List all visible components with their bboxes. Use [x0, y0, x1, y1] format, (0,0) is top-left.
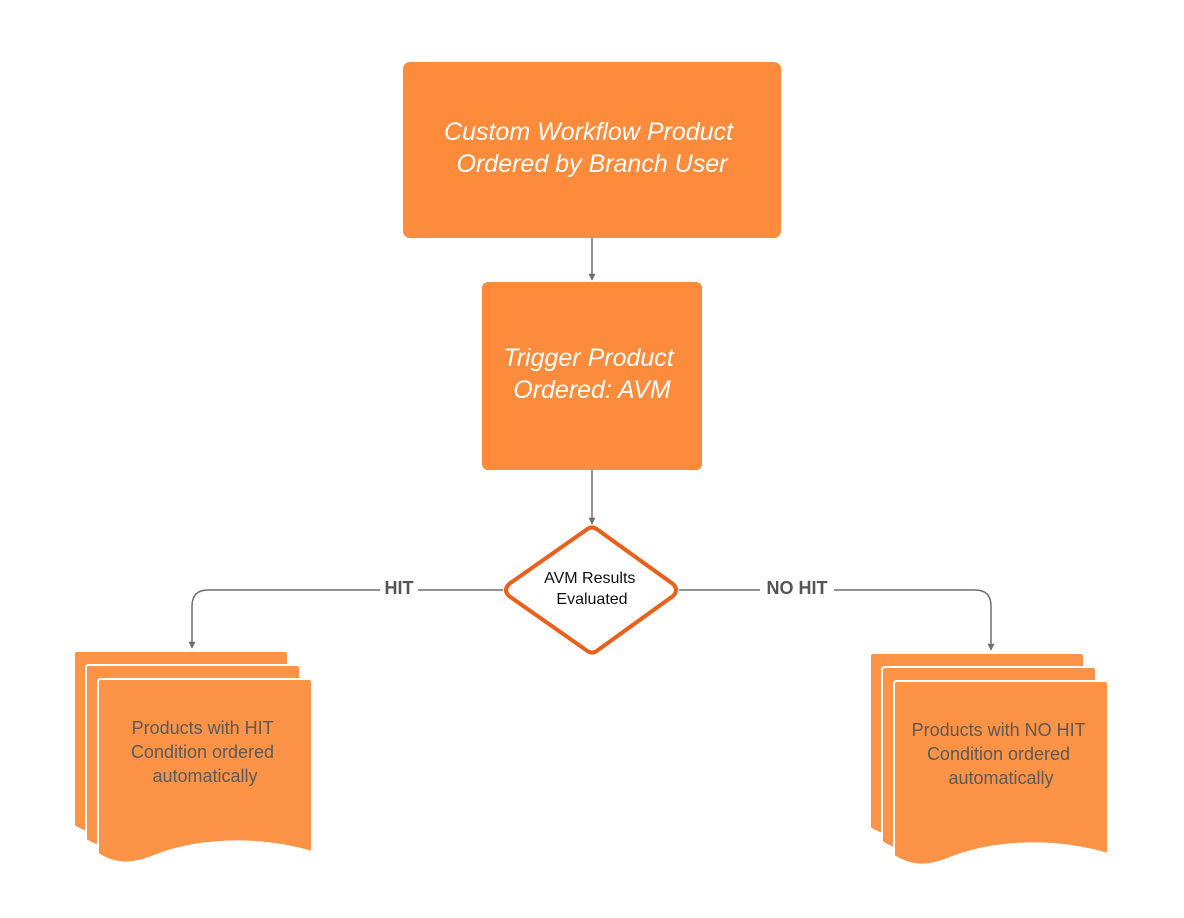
hit-documents-line-3: automatically — [152, 766, 257, 786]
trigger-process-label: Trigger Product Ordered: AVM — [503, 344, 680, 404]
connectors — [188, 238, 995, 651]
trigger-process-line-1: Trigger Product — [503, 344, 674, 372]
nohit-label-background — [760, 576, 834, 600]
decision-label: AVM Results Evaluated — [544, 570, 640, 608]
nohit-documents-line-3: automatically — [948, 768, 1053, 788]
nohit-documents-label: Products with NO HIT Condition ordered a… — [912, 720, 1091, 788]
start-process-node: Custom Workflow Product Ordered by Branc… — [403, 62, 781, 238]
nohit-documents-line-1: Products with NO HIT — [912, 720, 1086, 740]
start-process-box — [403, 62, 781, 238]
trigger-process-box — [482, 282, 702, 470]
hit-label-background — [380, 576, 418, 600]
hit-document-front — [97, 678, 313, 864]
hit-label: HIT — [385, 578, 414, 598]
nohit-documents-line-2: Condition ordered — [927, 744, 1070, 764]
start-process-label: Custom Workflow Product Ordered by Branc… — [444, 118, 740, 178]
nohit-document-front — [893, 680, 1109, 866]
connector-nohit-branch — [679, 589, 995, 651]
connector-hit-branch — [188, 589, 503, 649]
nohit-label: NO HIT — [767, 578, 828, 598]
nohit-documents-node: Products with NO HIT Condition ordered a… — [869, 652, 1109, 866]
trigger-process-node: Trigger Product Ordered: AVM — [482, 282, 702, 470]
decision-line-2: Evaluated — [556, 591, 627, 608]
hit-documents-line-2: Condition ordered — [131, 742, 274, 762]
start-process-line-2: Ordered by Branch User — [457, 150, 730, 178]
trigger-process-line-2: Ordered: AVM — [513, 376, 671, 404]
start-process-line-1: Custom Workflow Product — [444, 118, 734, 146]
hit-documents-label: Products with HIT Condition ordered auto… — [131, 718, 279, 786]
hit-documents-line-1: Products with HIT — [132, 718, 274, 738]
decision-diamond — [504, 525, 678, 655]
decision-line-1: AVM Results — [544, 570, 635, 587]
hit-documents-node: Products with HIT Condition ordered auto… — [73, 650, 313, 864]
decision-node: AVM Results Evaluated — [504, 525, 678, 655]
